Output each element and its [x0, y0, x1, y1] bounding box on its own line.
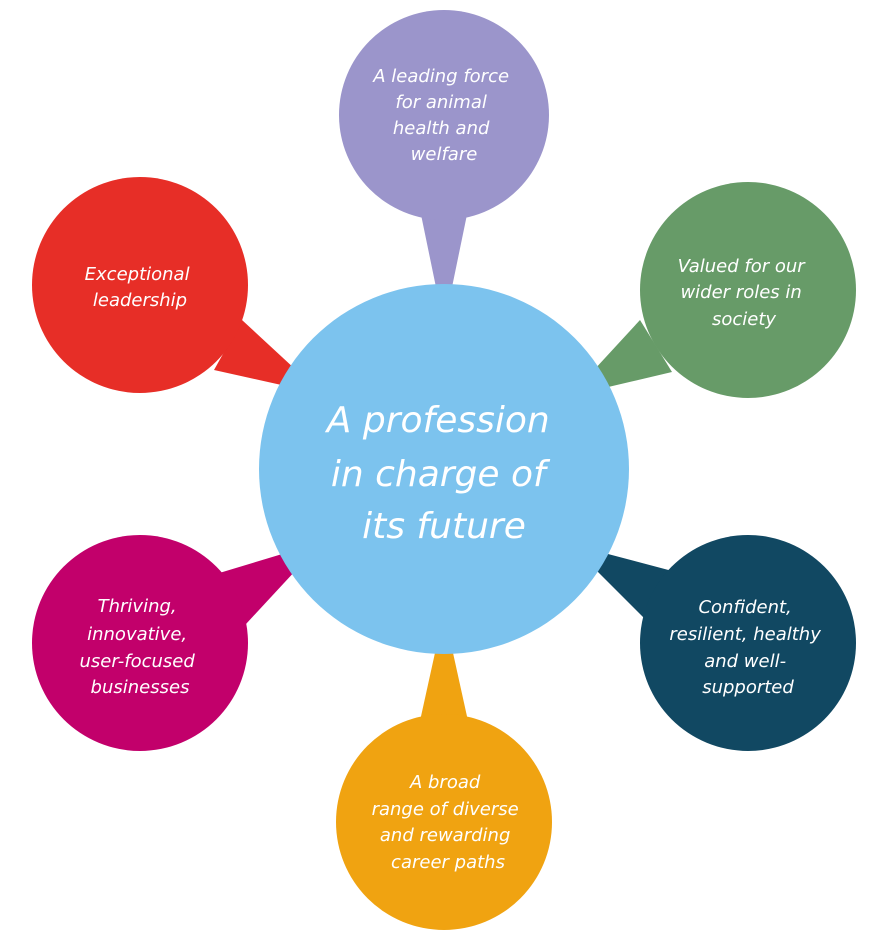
bubble-label-line: supported	[702, 677, 794, 698]
bubble-label-line: Valued for our	[678, 256, 807, 277]
bubble-label-line: career paths	[391, 852, 505, 873]
bubble-label-line: for animal	[395, 92, 486, 113]
bubble-leadership	[32, 177, 248, 393]
bubble-label-businesses: Thriving, innovative, user-focused busin…	[79, 596, 200, 698]
bubble-label-line: and rewarding	[380, 825, 510, 846]
bubble-label-line: Thriving,	[98, 596, 177, 617]
bubble-label-line: A leading force	[372, 66, 509, 87]
bubble-label-line: welfare	[411, 144, 478, 165]
bubble-label-line: wider roles in	[680, 282, 801, 303]
center-title-line: A profession	[325, 400, 550, 441]
center-title-line: in charge of	[331, 454, 551, 495]
bubble-label-career-paths: A broad range of diverse and rewarding c…	[372, 772, 525, 873]
bubble-label-line: businesses	[91, 677, 190, 698]
center-title: A profession in charge of its future	[325, 400, 561, 547]
center-circle	[259, 284, 629, 654]
bubble-label-line: Confident,	[698, 597, 791, 618]
bubble-career-paths	[336, 714, 552, 930]
bubble-label-wider-roles: Valued for our wider roles in society	[678, 256, 811, 330]
bubble-tail-animal-health	[418, 200, 470, 326]
bubble-label-line: range of diverse	[372, 799, 519, 820]
center-title-line: its future	[362, 506, 526, 547]
bubble-confident	[640, 535, 856, 751]
bubble-label-leadership: Exceptional leadership	[85, 264, 196, 311]
bubble-label-line: health and	[393, 118, 490, 139]
bubble-label-confident: Confident, resilient, healthy and well- …	[669, 597, 826, 698]
bubble-label-line: innovative,	[87, 624, 187, 645]
bubble-label-line: leadership	[93, 290, 187, 311]
bubble-businesses	[32, 535, 248, 751]
bubble-label-line: and well-	[704, 651, 786, 672]
bubble-label-line: Exceptional	[85, 264, 190, 285]
bubble-label-line: user-focused	[79, 651, 195, 672]
bubble-label-line: society	[712, 309, 776, 330]
bubble-label-line: A broad	[409, 772, 481, 793]
bubble-label-line: resilient, healthy	[669, 624, 821, 645]
bubble-animal-health	[339, 10, 549, 220]
bubble-label-animal-health: A leading force for animal health and we…	[372, 66, 515, 165]
bubble-wider-roles	[640, 182, 856, 398]
bubble-tail-career-paths	[418, 612, 470, 730]
